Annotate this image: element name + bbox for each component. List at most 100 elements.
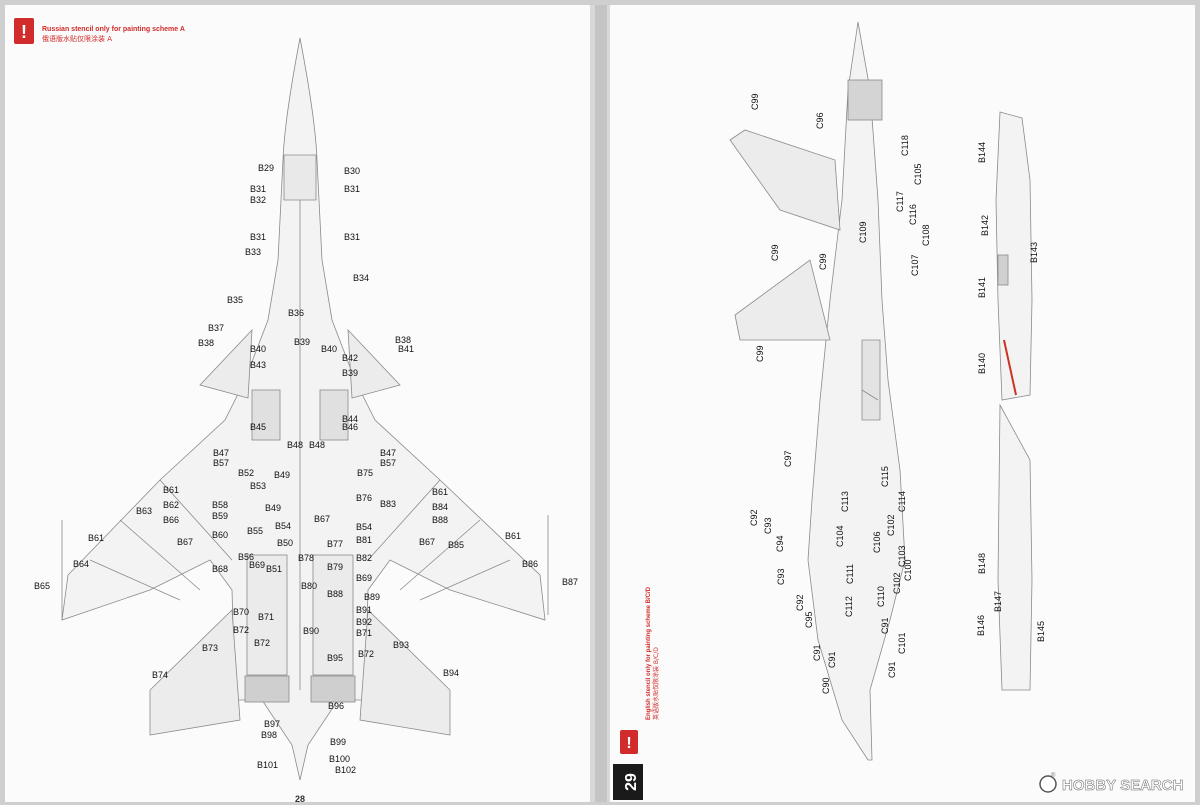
decal-callout-label: B32 [250,195,266,205]
exclamation-icon [14,18,34,44]
decal-callout-label: B68 [212,564,228,574]
decal-callout-label: B42 [342,353,358,363]
decal-callout-label: B69 [356,573,372,583]
decal-callout-label: B74 [152,670,168,680]
left-notice-cn: 俄语版水贴仅限涂装 A [42,34,112,43]
decal-callout-label: B83 [380,499,396,509]
decal-callout-label: C93 [763,517,773,534]
decal-callout-label: B88 [327,589,343,599]
decal-callout-label: C94 [775,535,785,552]
decal-callout-label: B54 [356,522,372,532]
decal-callout-label: C106 [872,531,882,553]
decal-callout-label: B38 [198,338,214,348]
decal-callout-label: B96 [328,701,344,711]
decal-callout-label: B52 [238,468,254,478]
decal-callout-label: B99 [330,737,346,747]
decal-callout-label: B92 [356,617,372,627]
decal-callout-label: B69 [249,560,265,570]
decal-callout-label: B50 [277,538,293,548]
decal-callout-label: C115 [880,466,890,487]
watermark: HOBBY SEARCH ® [1039,772,1184,794]
exclamation-icon [620,730,638,754]
decal-callout-label: B78 [298,553,314,563]
decal-callout-label: B63 [136,506,152,516]
decal-callout-label: B141 [977,277,987,298]
decal-callout-label: B33 [245,247,261,257]
decal-callout-label: B29 [258,163,274,173]
page-gutter [590,5,610,802]
decal-callout-label: B147 [993,591,1003,612]
decal-callout-label: B61 [505,531,521,541]
decal-callout-label: C116 [908,204,918,225]
decal-callout-label: B142 [980,215,990,236]
right-notice-cn: 英语版水贴仅限涂装 B/C/D [652,647,660,720]
decal-callout-label: B86 [522,559,538,569]
left-notice-en: Russian stencil only for painting scheme… [42,26,185,33]
left-notice: ! Russian stencil only for painting sche… [14,18,185,44]
decal-callout-label: B98 [261,730,277,740]
decal-callout-label: B80 [301,581,317,591]
fin-detail-lower [997,403,1033,691]
decal-callout-label: C95 [804,611,814,628]
decal-callout-label: C100 [903,559,913,581]
decal-callout-label: B53 [250,481,266,491]
decal-callout-label: B75 [357,468,373,478]
decal-callout-label: B72 [233,625,249,635]
decal-callout-label: B70 [233,607,249,617]
decal-callout-label: B89 [364,592,380,602]
decal-callout-label: B57 [380,458,396,468]
decal-callout-label: B145 [1036,621,1046,642]
decal-callout-label: B49 [265,503,281,513]
decal-callout-label: B66 [163,515,179,525]
decal-callout-label: B62 [163,500,179,510]
decal-callout-label: B31 [344,232,360,242]
decal-callout-label: B64 [73,559,89,569]
decal-callout-label: C99 [750,93,760,110]
decal-callout-label: B97 [264,719,280,729]
decal-callout-label: B61 [88,533,104,543]
decal-callout-label: B30 [344,166,360,176]
decal-callout-label: C91 [887,661,897,678]
decal-callout-label: B57 [213,458,229,468]
decal-callout-label: C99 [755,345,765,362]
decal-callout-label: C99 [770,244,780,261]
decal-callout-label: C101 [897,632,907,654]
watermark-registered: ® [1051,772,1056,779]
decal-callout-label: C104 [835,525,845,547]
decal-callout-label: B84 [432,502,448,512]
decal-callout-label: C113 [840,491,850,512]
decal-callout-label: B87 [562,577,578,587]
decal-callout-label: B144 [977,142,987,163]
decal-callout-label: B94 [443,668,459,678]
decal-callout-label: C102 [886,514,896,536]
decal-callout-label: B54 [275,521,291,531]
decal-callout-label: C96 [815,112,825,129]
decal-callout-label: C91 [880,617,890,634]
decal-callout-label: C118 [900,135,910,156]
decal-callout-label: B40 [321,344,337,354]
decal-callout-label: C91 [827,651,837,668]
decal-callout-label: B72 [358,649,374,659]
decal-callout-label: B81 [356,535,372,545]
decal-callout-label: B140 [977,353,987,374]
decal-callout-label: B47 [213,448,229,458]
right-notice-en: English stencil only for painting scheme… [646,586,652,720]
page-number-box [613,764,643,800]
decal-callout-label: B101 [257,760,278,770]
decal-callout-label: B100 [329,754,350,764]
hobby-search-logo-icon [1039,775,1057,793]
decal-callout-label: C92 [749,509,759,526]
decal-callout-label: B44 [342,414,358,424]
decal-callout-label: B148 [977,553,987,574]
decal-callout-label: B85 [448,540,464,550]
decal-callout-label: B67 [177,537,193,547]
decal-callout-label: B55 [247,526,263,536]
left-page-number: 28 [295,794,305,804]
right-page [607,5,1195,802]
decal-callout-label: B58 [212,500,228,510]
decal-callout-label: B73 [202,643,218,653]
decal-callout-label: B34 [353,273,369,283]
fin-detail-upper [995,111,1033,401]
